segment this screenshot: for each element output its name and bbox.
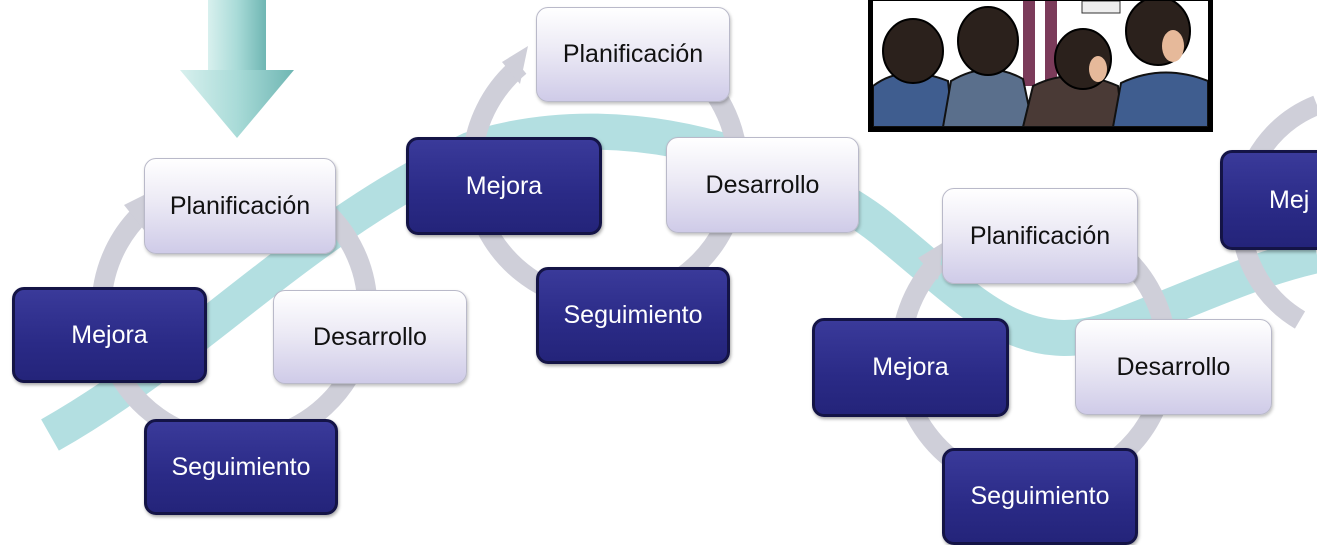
ring-arrowhead-1 — [124, 192, 150, 230]
cycle-1-development-box: Desarrollo — [273, 290, 467, 384]
cycle-3-tracking-box: Seguimiento — [942, 448, 1138, 545]
cycle-2-development-box: Desarrollo — [666, 137, 859, 233]
cycle-2-improvement-box: Mejora — [406, 137, 602, 235]
ring-arrowhead-2 — [502, 46, 528, 84]
cycle-2-tracking-box: Seguimiento — [536, 267, 730, 364]
down-arrow-icon — [180, 0, 294, 138]
cycle-1-tracking-box: Seguimiento — [144, 419, 338, 515]
meeting-cartoon-icon — [868, 0, 1213, 132]
cycle-4-improvement-box-partial: Mej — [1220, 150, 1317, 250]
cycle-2-planning-box: Planificación — [536, 7, 730, 102]
cycle-1-planning-box: Planificación — [144, 158, 336, 254]
ring-arrowhead-3 — [918, 242, 944, 280]
cycle-3-development-box: Desarrollo — [1075, 319, 1272, 415]
cycle-3-improvement-box: Mejora — [812, 318, 1009, 417]
cycle-1-improvement-box: Mejora — [12, 287, 207, 383]
cycle-3-planning-box: Planificación — [942, 188, 1138, 284]
